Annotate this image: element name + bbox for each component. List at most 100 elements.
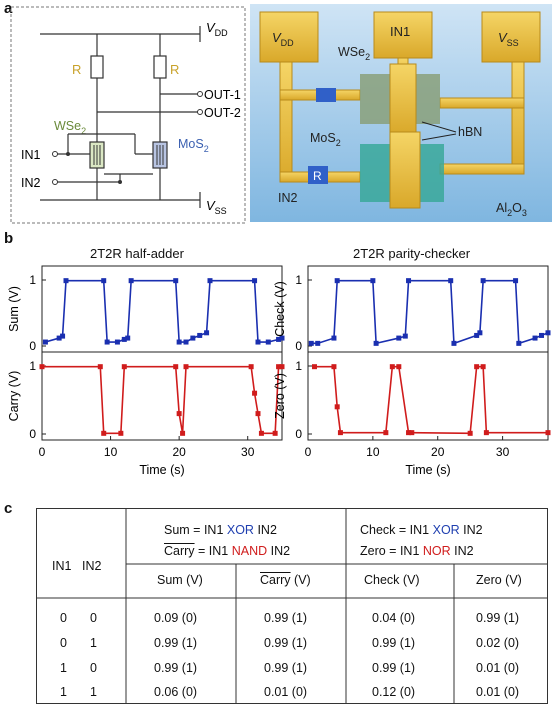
- data-point: [42, 339, 48, 345]
- data-point: [101, 430, 107, 436]
- x-tick-label: 10: [366, 445, 380, 459]
- row-in1: 1: [60, 661, 67, 675]
- data-point: [121, 364, 127, 370]
- x-axis-label: Time (s): [405, 463, 450, 477]
- data-point: [176, 339, 182, 345]
- data-point: [474, 332, 480, 338]
- data-point: [56, 335, 62, 341]
- circuit-in1-label: IN1: [21, 148, 41, 162]
- row-in1: 1: [60, 685, 67, 699]
- data-point: [265, 339, 271, 345]
- data-point: [258, 430, 264, 436]
- data-point: [114, 339, 120, 345]
- chart-left-title: 2T2R half-adder: [90, 246, 184, 261]
- x-tick-label: 20: [172, 445, 186, 459]
- data-point: [204, 330, 210, 336]
- row-check: 0.99 (1): [372, 661, 416, 675]
- row-carry: 0.99 (1): [264, 611, 308, 625]
- data-point: [545, 430, 551, 436]
- y-tick-label: 1: [29, 273, 36, 287]
- wse2-label: WSe2: [54, 119, 86, 136]
- data-point: [308, 340, 314, 346]
- data-point: [279, 364, 285, 370]
- data-point: [396, 364, 402, 370]
- row-sum: 0.99 (1): [154, 661, 198, 675]
- device-illustration: VDD IN1 VSS R WSe2 MoS2 hBN IN2 Al2O3: [250, 4, 552, 222]
- row-check: 0.12 (0): [372, 685, 416, 699]
- data-point: [480, 278, 486, 284]
- data-point: [125, 335, 131, 341]
- vdd-pad: [259, 11, 319, 63]
- x-tick-label: 30: [496, 445, 510, 459]
- series-line-top: [311, 279, 549, 345]
- col-sum-header: Sum (V): [157, 573, 203, 587]
- check-equation: Check = IN1 XOR IN2: [360, 523, 483, 537]
- data-point: [176, 411, 182, 417]
- y-tick-label: 1: [295, 359, 302, 373]
- data-point: [383, 430, 389, 436]
- y-axis-label: Zero (V): [273, 373, 287, 419]
- data-point: [252, 278, 258, 284]
- data-point: [180, 430, 186, 436]
- plot-frame-bottom: [307, 351, 549, 441]
- data-point: [101, 278, 107, 284]
- circuit-in2-label: IN2: [21, 176, 41, 190]
- row-zero: 0.02 (0): [476, 636, 520, 650]
- col-check-header: Check (V): [364, 573, 420, 587]
- row-in2: 1: [90, 685, 97, 699]
- data-point: [173, 364, 179, 370]
- circuit-r1-label: R: [72, 62, 81, 77]
- data-point: [272, 430, 278, 436]
- data-point: [334, 404, 340, 410]
- data-point: [311, 364, 317, 370]
- data-point: [513, 278, 519, 284]
- device-in1-label: IN1: [390, 24, 410, 39]
- data-point: [396, 335, 402, 341]
- row-in2: 0: [90, 611, 97, 625]
- device-vss-label: VSS: [498, 30, 519, 48]
- row-carry: 0.99 (1): [264, 661, 308, 675]
- data-point: [255, 339, 261, 345]
- truth-table: IN1 IN2 Sum = IN1 XOR IN2 Carry = IN1 NA…: [36, 508, 548, 704]
- data-point: [331, 364, 337, 370]
- vss-pad: [481, 11, 541, 63]
- panel-label-c: c: [4, 500, 13, 517]
- out2-label: OUT-2: [204, 106, 241, 120]
- data-point: [173, 278, 179, 284]
- y-tick-label: 0: [295, 339, 302, 353]
- circuit-vss-label: VSS: [206, 198, 227, 216]
- x-tick-label: 20: [431, 445, 445, 459]
- data-point: [207, 278, 213, 284]
- sum-equation: Sum = IN1 XOR IN2: [164, 523, 277, 537]
- row-check: 0.04 (0): [372, 611, 416, 625]
- table-grid: [36, 508, 548, 704]
- row-in1: 0: [60, 611, 67, 625]
- x-tick-label: 30: [241, 445, 255, 459]
- data-point: [190, 335, 196, 341]
- data-point: [128, 278, 134, 284]
- series-line-bottom: [42, 365, 282, 435]
- x-axis-label: Time (s): [139, 463, 184, 477]
- data-point: [448, 278, 454, 284]
- header-in2: IN2: [82, 559, 102, 573]
- data-point: [477, 330, 483, 336]
- data-point: [539, 332, 545, 338]
- data-point: [121, 336, 127, 342]
- data-point: [331, 335, 337, 341]
- data-point: [467, 430, 473, 436]
- data-point: [276, 364, 282, 370]
- zero-equation: Zero = IN1 NOR IN2: [360, 544, 474, 558]
- panel-label-a: a: [4, 0, 13, 17]
- device-r2-label: R: [313, 169, 322, 183]
- row-check: 0.99 (1): [372, 636, 416, 650]
- col-carry-header: Carry (V): [260, 573, 311, 587]
- data-point: [279, 335, 285, 341]
- data-point: [516, 340, 522, 346]
- device-wse2-label: WSe2: [338, 45, 370, 62]
- y-tick-label: 0: [29, 427, 36, 441]
- row-carry: 0.99 (1): [264, 636, 308, 650]
- data-point: [255, 411, 261, 417]
- series-line-bottom: [314, 365, 548, 435]
- row-zero: 0.99 (1): [476, 611, 520, 625]
- header-in1: IN1: [52, 559, 72, 573]
